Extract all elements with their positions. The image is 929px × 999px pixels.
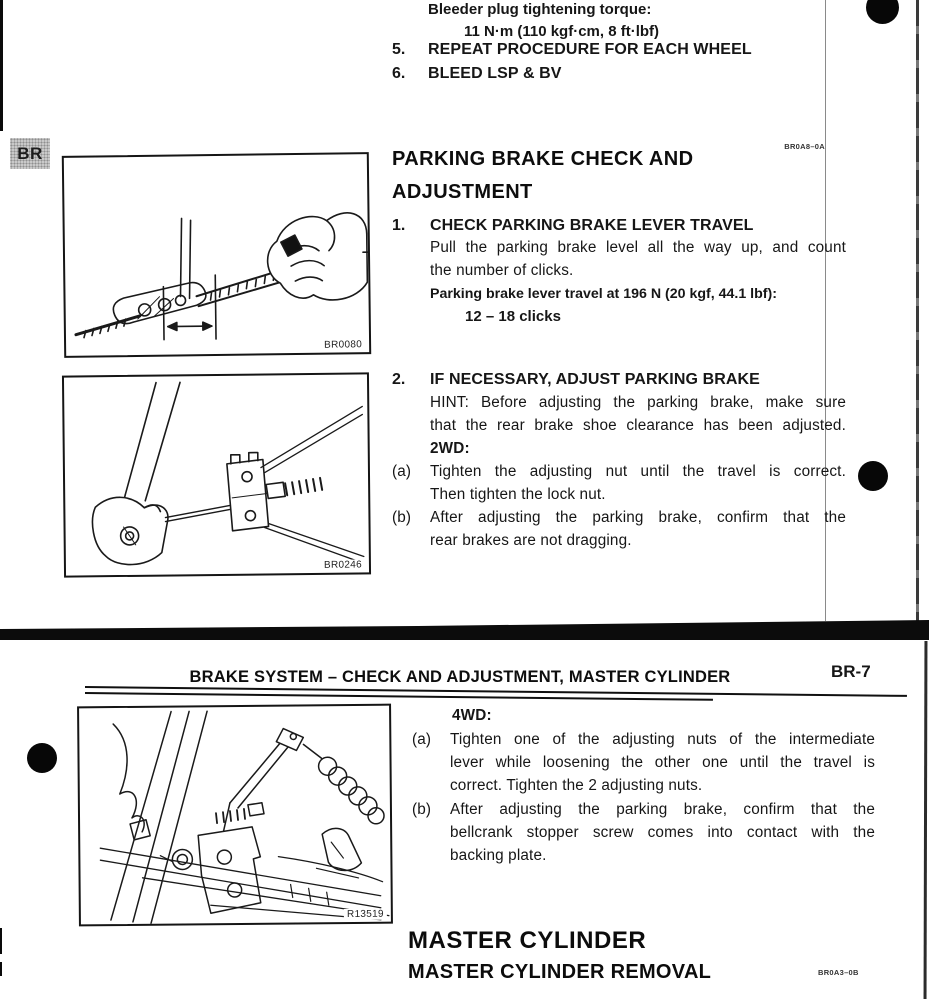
registration-dot-left — [27, 743, 57, 773]
step2-mode-2wd: 2WD: — [430, 440, 470, 457]
step2-hint-line: HINT: Before adjusting the parking brake… — [430, 394, 846, 411]
item-a-line: Then tighten the lock nut. — [430, 486, 606, 503]
figure-r13519: R13519 — [77, 703, 393, 927]
page-break-bar — [0, 620, 929, 640]
step1-body-line: Pull the parking brake level all the way… — [430, 239, 846, 256]
item-a-line: correct. Tighten the 2 adjusting nuts. — [450, 777, 703, 794]
step1-title: CHECK PARKING BRAKE LEVER TRAVEL — [430, 217, 754, 234]
figure-label: BR0246 — [320, 559, 366, 571]
master-cylinder-heading: MASTER CYLINDER — [408, 927, 647, 954]
figure-art-bellcrank — [79, 706, 391, 925]
master-cylinder-removal-heading: MASTER CYLINDER REMOVAL — [408, 961, 712, 983]
item-b-line: After adjusting the parking brake, confi… — [450, 801, 875, 818]
section-code: BR0A3–0B — [818, 968, 859, 977]
step2-hint-line: that the rear brake shoe clearance has b… — [430, 417, 846, 434]
scan-column-hairline — [825, 0, 826, 621]
page1-heading-line1: PARKING BRAKE CHECK AND — [392, 148, 694, 170]
figure-br0080: BR0080 — [61, 152, 372, 358]
section-code: BR0A8–0A — [784, 142, 825, 151]
scan-left-mark — [0, 962, 2, 976]
item-b-label: (b) — [412, 801, 432, 818]
mode-4wd: 4WD: — [452, 707, 492, 724]
item-a-line: Tighten the adjusting nut until the trav… — [430, 463, 846, 480]
item-b-line: After adjusting the parking brake, confi… — [430, 509, 846, 526]
item-b-line: bellcrank stopper screw comes into conta… — [450, 824, 875, 841]
scan-left-edge-bar — [0, 0, 3, 131]
item-b-line: rear brakes are not dragging. — [430, 532, 632, 549]
bleeder-torque-value: 11 N·m (110 kgf·cm, 8 ft·lbf) — [464, 23, 660, 40]
step1-body-line: the number of clicks. — [430, 262, 574, 279]
step1-number: 1. — [392, 217, 406, 234]
page-2: BRAKE SYSTEM – CHECK AND ADJUSTMENT, MAS… — [0, 641, 929, 999]
step2-title: IF NECESSARY, ADJUST PARKING BRAKE — [430, 371, 760, 388]
bleeder-torque-label: Bleeder plug tightening torque: — [428, 1, 652, 18]
page1-heading-line2: ADJUSTMENT — [392, 181, 533, 203]
running-header: BRAKE SYSTEM – CHECK AND ADJUSTMENT, MAS… — [189, 668, 731, 686]
figure-art-parking-brake-lever — [64, 154, 369, 356]
item-b-label: (b) — [392, 509, 412, 526]
item-a-label: (a) — [392, 463, 412, 480]
page-1: Bleeder plug tightening torque: 11 N·m (… — [10, 1, 846, 578]
scan-right-edge-page1 — [916, 0, 919, 621]
item-a-label: (a) — [412, 731, 432, 748]
step5-title: REPEAT PROCEDURE FOR EACH WHEEL — [428, 41, 752, 58]
step5-number: 5. — [392, 41, 406, 58]
item-a-line: lever while loosening the other one unti… — [450, 754, 875, 771]
item-b-line: backing plate. — [450, 847, 547, 864]
scan-left-mark — [0, 928, 2, 954]
page-number: BR-7 — [831, 662, 871, 681]
item-a-line: Tighten one of the adjusting nuts of the… — [450, 731, 875, 748]
step6-title: BLEED LSP & BV — [428, 65, 562, 82]
figure-label: R13519 — [343, 908, 387, 921]
step1-spec: Parking brake lever travel at 196 N (20 … — [430, 286, 777, 302]
step1-spec-value: 12 – 18 clicks — [465, 308, 561, 325]
step6-number: 6. — [392, 65, 406, 82]
figure-label: BR0080 — [321, 339, 366, 351]
registration-dot-middle — [858, 461, 888, 491]
section-tab-br: BR — [10, 138, 50, 169]
step2-number: 2. — [392, 371, 406, 388]
figure-art-adjusting-nut — [64, 374, 369, 575]
figure-br0246: BR0246 — [61, 372, 372, 578]
